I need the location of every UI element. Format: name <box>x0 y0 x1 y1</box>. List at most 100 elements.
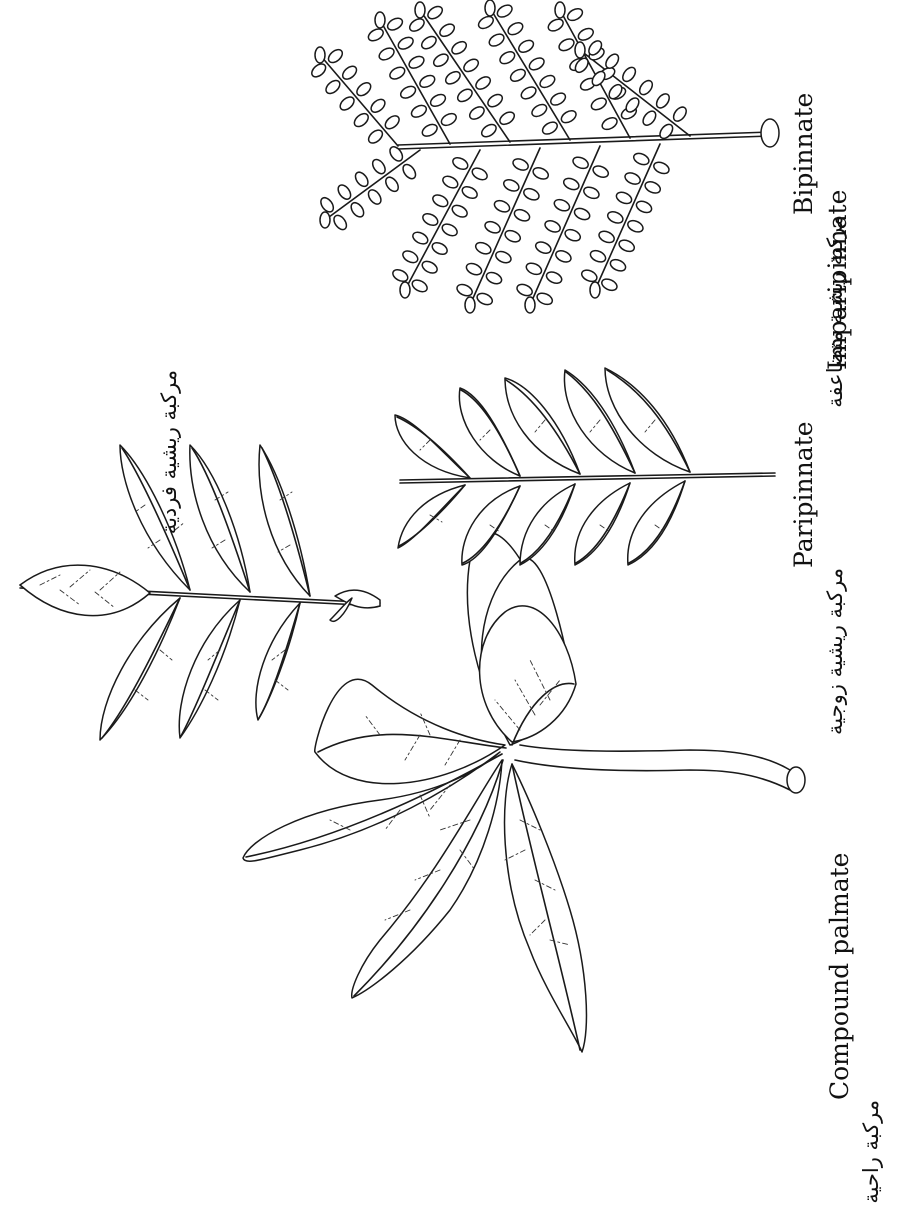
bipinnate-leaflet <box>399 84 418 101</box>
bipinnate-leaflet <box>652 160 671 176</box>
bipinnate-leaflet <box>540 120 559 137</box>
palmate-petiole-base <box>787 767 805 793</box>
label-ar-paripinnate: مركبة ريشية زوجية <box>823 568 847 735</box>
bipinnate-leaflet <box>546 17 565 33</box>
bipinnate-leaflet <box>331 213 349 232</box>
bipinnate-leaflet <box>495 3 514 20</box>
label-ar-imparipinnate: مركبة ريشية فردية <box>157 370 181 534</box>
bipinnate-leaflet <box>519 84 538 101</box>
bipinnate-leaflet <box>559 108 578 125</box>
bipinnate-terminal-leaflet <box>465 297 475 313</box>
bipinnate-terminal-leaflet <box>590 282 600 298</box>
bipinnate-leaflet <box>349 200 367 219</box>
bipinnate-leaflets <box>309 0 688 313</box>
bipinnate-leaflet <box>502 178 521 194</box>
bipinnate-leaflet <box>383 175 401 194</box>
label-imparipinnate-ar-group: مركبة ريشية فردية <box>157 370 181 534</box>
bipinnate-leaflet <box>352 111 371 129</box>
bipinnate-terminal-leaflet <box>315 47 325 63</box>
bipinnate-terminal-leaflet <box>525 297 535 313</box>
bipinnate-leaflet <box>493 198 512 214</box>
bipinnate-leaflet <box>607 82 625 101</box>
bipinnate-terminal-leaflet <box>575 42 585 58</box>
bipinnate-leaflet <box>538 73 557 90</box>
bipinnate-leaflet <box>309 61 328 79</box>
bipinnate-leaflet <box>571 155 590 171</box>
bipinnate-leaflet <box>383 113 402 131</box>
bipinnate-leaflet <box>503 228 522 244</box>
bipinnate-leaflet <box>525 261 544 277</box>
label-en-paripinnate: Paripinnate <box>789 422 818 569</box>
bipinnate-terminal-leaflet <box>415 2 425 18</box>
bipinnate-leaflet <box>617 238 636 254</box>
bipinnate-leaflet <box>462 57 481 74</box>
bipinnate-leaflet <box>340 64 359 82</box>
bipinnate-leaflet <box>429 92 448 109</box>
bipinnate-leaflet <box>324 78 343 96</box>
bipinnate-leaflet <box>534 240 553 256</box>
bipinnate-leaflet <box>401 162 419 181</box>
bipinnate-leaflet <box>431 193 450 209</box>
bipinnate-leaflet <box>530 102 549 119</box>
label-bipinnate: Bipinnate مركبة ريشية متضاعفة <box>789 93 847 408</box>
bipinnate-leaflet <box>455 282 474 298</box>
paripinnate-figure <box>395 368 775 565</box>
bipinnate-leaflet <box>483 219 502 235</box>
label-ar-compound-palmate: مركبة راحية <box>859 1100 883 1204</box>
bipinnate-leaflet <box>620 65 638 84</box>
bipinnate-leaflet <box>430 240 449 256</box>
bipinnate-leaflet <box>396 35 415 52</box>
bipinnate-leaflet <box>354 80 373 98</box>
bipinnate-leaflet <box>606 210 625 226</box>
bipinnate-leaflet <box>486 92 505 109</box>
bipinnate-leaflet <box>386 16 405 33</box>
bipinnate-leaflet <box>632 151 651 167</box>
bipinnate-leaflet <box>615 190 634 206</box>
bipinnate-terminal-leaflet <box>485 0 495 16</box>
bipinnate-leaflet <box>506 20 525 37</box>
bipinnate-leaflet <box>597 229 616 245</box>
bipinnate-leaflet <box>450 203 469 219</box>
bipinnate-leaflet <box>591 164 610 180</box>
bipinnate-leaflet <box>441 174 460 190</box>
bipinnate-leaflet <box>562 176 581 192</box>
bipinnate-leaflet <box>474 240 493 256</box>
bipinnate-leaflet <box>439 111 458 128</box>
bipinnate-terminal-leaflet <box>320 212 330 228</box>
bipinnate-leaflet <box>479 122 498 139</box>
compound-palmate-figure <box>243 533 805 1052</box>
bipinnate-leaflet <box>366 188 384 207</box>
bipinnate-leaflet <box>557 37 576 53</box>
bipinnate-leaflet <box>420 122 439 139</box>
imparipinnate-terminal-leaflet <box>20 565 150 615</box>
bipinnate-leaflet <box>527 55 546 72</box>
bipinnate-base <box>761 119 779 147</box>
bipinnate-leaflet <box>553 197 572 213</box>
bipinnate-leaflet <box>388 65 407 82</box>
bipinnate-leaflet <box>451 155 470 171</box>
bipinnate-leaflet <box>419 34 438 51</box>
bipinnate-leaflet <box>450 39 469 56</box>
bipinnate-leaflet <box>460 184 479 200</box>
bipinnate-leaflet <box>515 282 534 298</box>
bipinnate-leaflet <box>336 183 354 202</box>
bipinnate-leaflet <box>369 97 388 115</box>
bipinnate-leaflet <box>531 166 550 182</box>
bipinnate-leaflet <box>573 56 591 75</box>
bipinnate-leaflet <box>603 52 621 71</box>
bipinnate-leaflet <box>657 122 675 141</box>
paripinnate-leaflet <box>395 415 470 478</box>
bipinnate-leaflet <box>626 218 645 234</box>
label-en-compound-palmate: Compound palmate <box>825 853 854 1100</box>
bipinnate-leaflet <box>600 277 619 293</box>
label-ar-bipinnate: مركبة ريشية متضاعفة <box>823 215 847 408</box>
bipinnate-terminal-leaflet <box>400 282 410 298</box>
bipinnate-leaflet <box>549 91 568 108</box>
bipinnate-leaflet <box>517 38 536 55</box>
bipinnate-leaflet <box>485 270 504 286</box>
imparipinnate-base <box>335 590 380 608</box>
bipinnate-leaflet <box>535 291 554 307</box>
bipinnate-leaflet <box>498 49 517 66</box>
bipinnate-leaflet <box>407 16 426 33</box>
